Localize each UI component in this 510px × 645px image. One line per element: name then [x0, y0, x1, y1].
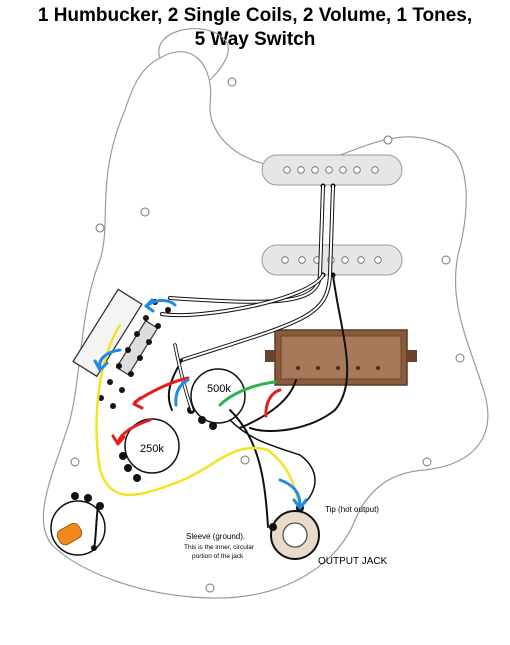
screw-holes — [70, 77, 465, 593]
output-jack — [269, 504, 320, 560]
wiring — [93, 184, 349, 549]
screw-hole — [95, 223, 105, 233]
pot-500k-label: 500k — [207, 383, 231, 395]
screw-hole — [205, 583, 215, 593]
screw-hole — [422, 457, 432, 467]
tone-pot — [50, 492, 106, 556]
sleeve-note-line-1: This is the inner, circular — [184, 544, 255, 551]
screw-hole — [455, 353, 465, 363]
diagram-title: 1 Humbucker, 2 Single Coils, 2 Volume, 1… — [0, 4, 510, 52]
output-jack-label: OUTPUT JACK — [318, 556, 388, 567]
humbucker-pickup — [265, 329, 417, 386]
screw-hole — [240, 455, 250, 465]
screw-hole — [383, 135, 393, 145]
single-coil-pickup-neck — [261, 154, 403, 189]
five-way-switch — [72, 288, 171, 409]
sleeve-note-line-2: portion of the jack — [192, 553, 244, 560]
title-line-1: 1 Humbucker, 2 Single Coils, 2 Volume, 1… — [37, 5, 473, 26]
pickguard-upper-horn — [158, 28, 229, 81]
title-line-2: 5 Way Switch — [194, 29, 316, 50]
screw-hole — [441, 255, 451, 265]
tone-capacitor — [56, 522, 83, 546]
screw-hole — [70, 457, 80, 467]
screw-hole — [140, 207, 150, 217]
screw-hole — [227, 77, 237, 87]
volume-pot-250k: 250k — [119, 418, 180, 482]
pot-250k-label: 250k — [140, 443, 164, 455]
tip-label: Tip (hot output) — [325, 505, 379, 514]
sleeve-label: Sleeve (ground). — [186, 532, 245, 541]
volume-pot-500k: 500k — [187, 368, 246, 430]
